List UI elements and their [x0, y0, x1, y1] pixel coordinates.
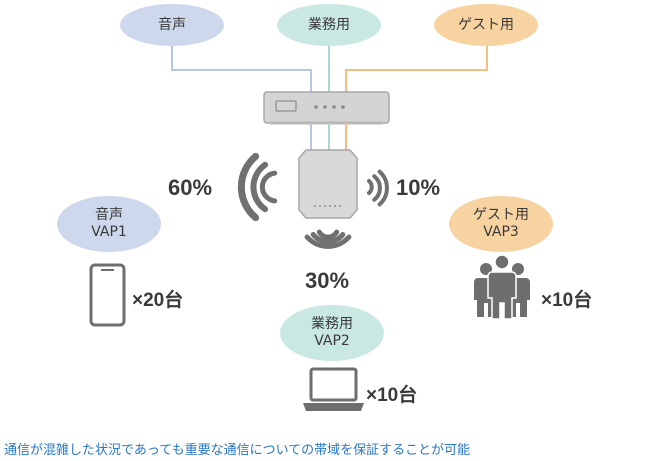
vap3-id: VAP3	[483, 224, 519, 240]
people-icon	[474, 254, 530, 320]
vap3-device-count: ×10台	[541, 290, 593, 311]
smartphone-icon	[89, 263, 126, 327]
vap3-share-label: 10%	[396, 175, 441, 200]
network-guest-label: ゲスト用	[458, 16, 514, 33]
network-business-bubble: 業務用	[277, 4, 381, 46]
vap2-name: 業務用	[311, 316, 353, 332]
signal-waves-right-icon	[367, 169, 389, 207]
vap1-device-count: ×20台	[132, 290, 184, 311]
vap1-share-label: 60%	[168, 175, 213, 200]
signal-waves-left-icon	[237, 152, 278, 222]
vap3-bubble: ゲスト用 VAP3	[449, 196, 553, 252]
network-business-label: 業務用	[308, 16, 350, 33]
vap1-bubble: 音声 VAP1	[57, 196, 161, 252]
vap3-name: ゲスト用	[473, 207, 529, 223]
vap2-bubble: 業務用 VAP2	[280, 305, 384, 361]
vap2-share-label: 30%	[305, 268, 350, 293]
access-point-icon	[298, 149, 358, 219]
network-voice-bubble: 音声	[120, 4, 224, 46]
signal-waves-bottom-icon	[304, 229, 352, 249]
vap1-id: VAP1	[91, 224, 127, 240]
vap2-id: VAP2	[314, 333, 350, 349]
network-guest-bubble: ゲスト用	[434, 4, 538, 46]
caption-text: 通信が混雑した状況であっても重要な通信についての帯域を保証することが可能	[4, 443, 471, 458]
vap1-name: 音声	[95, 207, 123, 223]
switch-icon	[263, 91, 390, 125]
vap2-device-count: ×10台	[366, 385, 418, 406]
network-voice-label: 音声	[158, 16, 186, 33]
laptop-icon	[303, 367, 364, 411]
